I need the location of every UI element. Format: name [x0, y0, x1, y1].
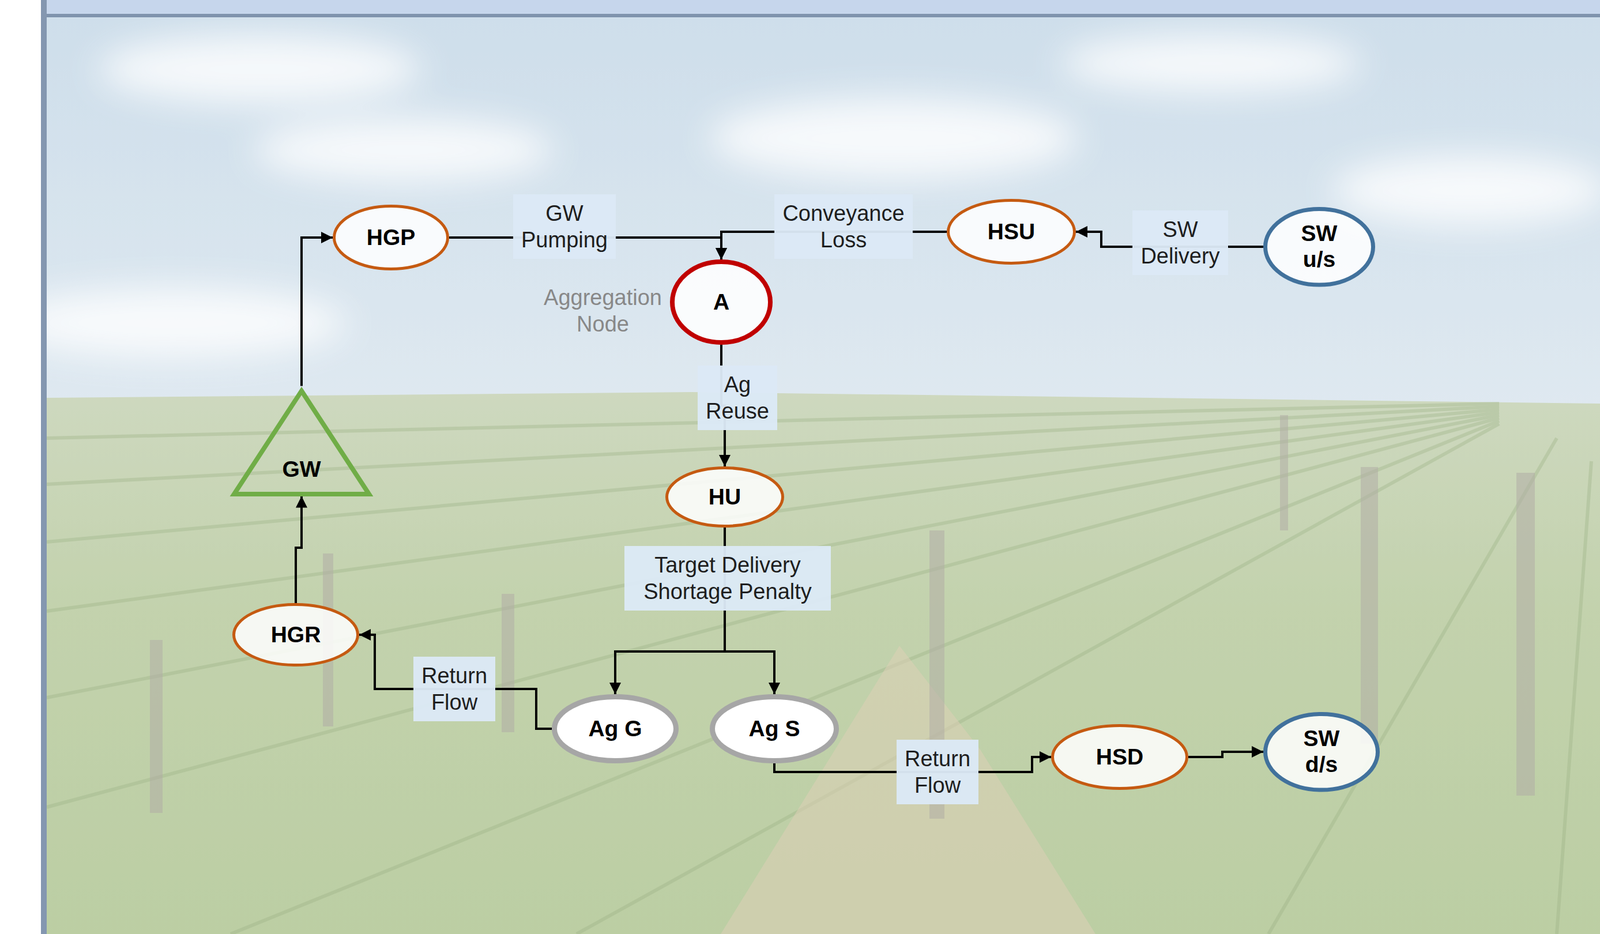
node-label: HSU — [987, 219, 1035, 246]
flow-connector — [1188, 751, 1264, 758]
ellipse-shape — [1265, 713, 1379, 790]
stream-node: SW u/s — [1263, 206, 1376, 288]
hydro-node: HGR — [232, 603, 360, 667]
flow-label: SW Delivery — [1140, 216, 1220, 270]
aggregation-node: AAggregation Node — [669, 259, 773, 345]
node-label: GW — [281, 456, 321, 483]
wash — [46, 17, 1600, 934]
ellipse-shape — [667, 468, 783, 527]
hydro-node: HU — [665, 466, 785, 528]
stream-node: SW d/s — [1263, 712, 1380, 793]
node-caption: Aggregation Node — [543, 284, 662, 338]
node-label: SW u/s — [1301, 220, 1338, 273]
flow-label: Target Delivery Shortage Penalty — [632, 551, 823, 606]
hydro-node: HSU — [946, 198, 1076, 265]
ellipse-shape — [672, 261, 771, 343]
node-label: Ag S — [748, 716, 801, 743]
flow-label-box: Target Delivery Shortage Penalty — [624, 546, 831, 612]
groundwater-triangle: GW — [229, 386, 374, 497]
flow-label-box: Return Flow — [413, 656, 496, 722]
node-label: Ag G — [588, 716, 642, 743]
flow-label-box: Conveyance Loss — [774, 194, 913, 260]
left-border — [40, 0, 47, 934]
flow-label: Conveyance Loss — [782, 200, 905, 254]
node-label: HU — [708, 484, 741, 511]
hydro-node: HGP — [332, 204, 450, 271]
flow-label-box: SW Delivery — [1132, 210, 1228, 276]
node-label: A — [713, 289, 730, 316]
flow-label: Return Flow — [904, 745, 971, 800]
ellipse-shape — [1265, 208, 1374, 285]
title-bar — [40, 0, 1600, 15]
ellipse-shape — [334, 206, 448, 270]
triangle-shape — [234, 390, 370, 495]
hydro-node: HSD — [1051, 724, 1189, 790]
flow-label: GW Pumping — [521, 200, 608, 254]
title-bar-rule — [40, 13, 1600, 18]
node-label: SW d/s — [1303, 725, 1340, 778]
flow-label: Ag Reuse — [705, 371, 770, 425]
flow-connector — [301, 237, 333, 387]
demand-node: Ag S — [709, 694, 839, 764]
ellipse-shape — [234, 604, 359, 666]
ellipse-shape — [1052, 725, 1188, 789]
demand-node: Ag G — [551, 694, 679, 764]
sky — [46, 17, 1600, 934]
flow-label-box: Return Flow — [896, 739, 979, 805]
flow-label-box: Ag Reuse — [697, 365, 778, 431]
flow-connector — [359, 634, 552, 729]
node-label: HGR — [270, 622, 322, 649]
flow-connector — [295, 496, 302, 604]
ellipse-shape — [554, 697, 677, 762]
ellipse-shape — [948, 200, 1075, 264]
node-label: HSD — [1096, 744, 1144, 771]
node-label: HGP — [366, 224, 416, 251]
flow-label-box: GW Pumping — [513, 194, 616, 260]
ellipse-shape — [712, 697, 837, 762]
flow-label: Return Flow — [421, 662, 488, 717]
